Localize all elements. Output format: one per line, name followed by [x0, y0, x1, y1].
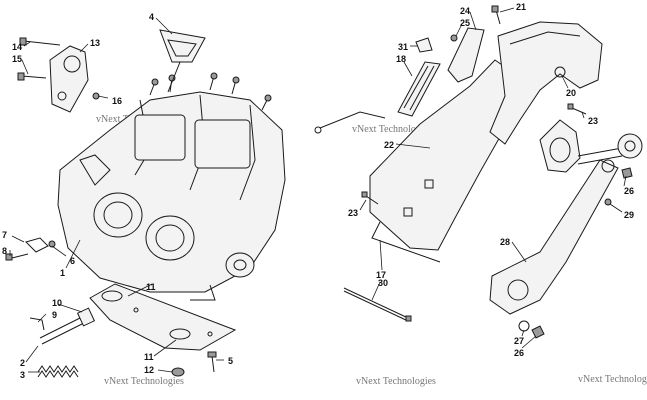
nut-26-upper — [621, 167, 633, 179]
callout-28: 28 — [500, 237, 510, 247]
callout-20: 20 — [566, 88, 576, 98]
leader-lines — [9, 7, 627, 373]
cable-tie-30 — [343, 287, 412, 322]
callout-8: 8 — [2, 246, 7, 256]
callout-16: 16 — [112, 96, 122, 106]
callout-4: 4 — [149, 12, 154, 22]
callout-15: 15 — [12, 54, 22, 64]
callout-26-lower: 26 — [514, 348, 524, 358]
engine-plate-11 — [89, 283, 237, 351]
handle-4 — [159, 29, 206, 93]
callout-24: 24 — [460, 6, 470, 16]
callout-2: 2 — [20, 358, 25, 368]
callout-18: 18 — [396, 54, 406, 64]
callout-12: 12 — [144, 365, 154, 375]
bolt-29 — [604, 198, 612, 206]
callout-17: 17 — [376, 270, 386, 280]
callout-11-a: 11 — [146, 282, 156, 292]
chaincase-arm-28 — [489, 159, 619, 315]
bolt-15 — [17, 72, 47, 81]
callout-26-upper: 26 — [624, 186, 634, 196]
watermark-bottom-right: vNext Technologies — [578, 374, 647, 385]
callout-22: 22 — [384, 140, 394, 150]
engine-assembly — [57, 72, 286, 301]
bushing-12 — [171, 367, 185, 377]
callout-30: 30 — [378, 278, 388, 288]
watermark-bottom-left: vNext Technologies — [104, 376, 184, 387]
strap-18 — [397, 61, 441, 117]
callout-13: 13 — [90, 38, 100, 48]
callout-23-left: 23 — [348, 208, 358, 218]
callout-25: 25 — [460, 18, 470, 28]
callout-10: 10 — [52, 298, 62, 308]
hardware-6-7-8 — [5, 237, 56, 261]
nut-25 — [450, 34, 458, 42]
callout-labels: 4 13 14 15 16 1 6 7 8 10 9 2 3 11 11 12 … — [2, 2, 634, 380]
belt-guard-20 — [489, 21, 603, 145]
watermark-top-center: vNext Technologies — [352, 124, 432, 135]
callout-5: 5 — [228, 356, 233, 366]
clip-31 — [415, 37, 433, 53]
bolt-5 — [207, 351, 217, 373]
callout-21: 21 — [516, 2, 526, 12]
spring-3 — [37, 365, 79, 378]
bolt-14 — [19, 37, 61, 46]
callout-6: 6 — [70, 256, 75, 266]
callout-7: 7 — [2, 230, 7, 240]
mount-bracket-13 — [49, 45, 89, 113]
washer-27 — [518, 320, 530, 332]
callout-1: 1 — [60, 268, 65, 278]
watermark-bottom-center: vNext Technologies — [356, 376, 436, 387]
hose-assembly-9-10 — [29, 307, 96, 345]
pad-24 — [447, 27, 485, 83]
callout-14: 14 — [12, 42, 22, 52]
callout-9: 9 — [52, 310, 57, 320]
callout-29: 29 — [624, 210, 634, 220]
bolts-23 — [361, 103, 587, 205]
nut-26-lower — [531, 325, 545, 339]
callout-23-right: 23 — [588, 116, 598, 126]
callout-11: 11 — [144, 352, 154, 362]
callout-31: 31 — [398, 42, 408, 52]
panel-17 — [314, 59, 516, 263]
callout-3: 3 — [20, 370, 25, 380]
callout-27: 27 — [514, 336, 524, 346]
bolt-21 — [491, 5, 501, 25]
